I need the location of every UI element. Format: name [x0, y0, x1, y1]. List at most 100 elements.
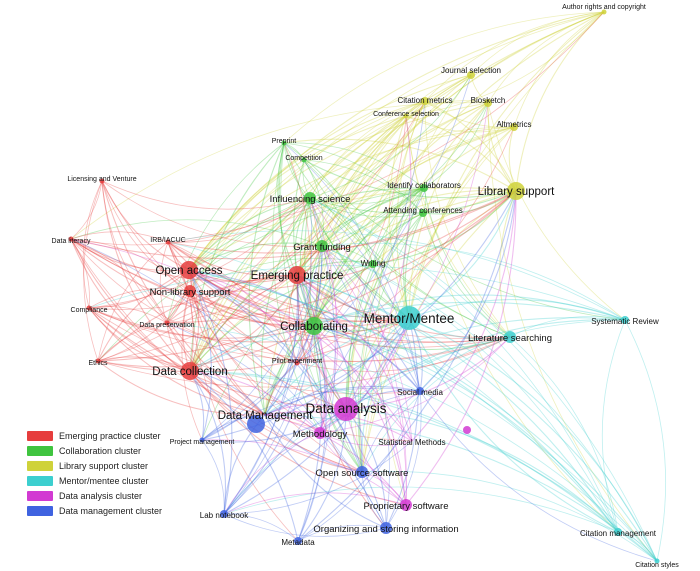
edge [188, 269, 347, 410]
edge [70, 238, 315, 327]
node-label: Non-library support [150, 287, 231, 298]
edge [309, 197, 337, 434]
edge [293, 159, 315, 327]
edge [296, 11, 605, 276]
edge [166, 322, 387, 529]
edge [345, 212, 424, 410]
node-label: Data preservation [139, 322, 194, 329]
node-label: Conference selection [373, 111, 439, 118]
edge [88, 307, 266, 416]
node-label: Open source software [316, 468, 409, 479]
edge [264, 245, 323, 416]
node-mentor-mentee [397, 306, 421, 330]
node-conference-selection [403, 113, 409, 119]
edge [358, 212, 424, 473]
edge [189, 11, 605, 372]
edge [296, 274, 407, 506]
edge [70, 197, 311, 246]
legend-item-collaboration: Collaboration cluster [27, 443, 162, 458]
node-label: Ethics [88, 360, 108, 367]
edge [188, 187, 425, 271]
edge [283, 11, 605, 144]
edge [223, 245, 323, 515]
node-library-support [507, 182, 525, 200]
edge [321, 187, 425, 247]
node-label: Literature searching [468, 333, 552, 344]
node-social-media [416, 387, 424, 395]
node-label: Journal selection [441, 66, 501, 75]
edge [499, 190, 517, 338]
edge [83, 180, 103, 362]
edge [313, 74, 472, 327]
legend-label: Data management cluster [59, 505, 163, 516]
node-open-source-software [356, 466, 368, 478]
edge [277, 142, 298, 276]
edge [309, 197, 619, 533]
edge [283, 142, 374, 265]
edge [166, 322, 266, 416]
legend-item-analysis: Data analysis cluster [27, 488, 162, 503]
edge [167, 241, 315, 327]
edge [188, 197, 311, 271]
node-systematic-review [621, 316, 629, 324]
edge [201, 187, 425, 441]
edge [166, 100, 426, 324]
edge [189, 290, 511, 348]
edge [167, 241, 298, 364]
edge [223, 325, 315, 515]
edge [167, 241, 410, 319]
edge [70, 238, 298, 282]
edge [424, 11, 605, 102]
edge [403, 187, 425, 319]
edge [405, 115, 619, 533]
edge [188, 100, 426, 271]
edge [264, 274, 300, 416]
edge [101, 180, 298, 364]
edge [264, 187, 425, 416]
edge [189, 126, 515, 372]
edge [97, 290, 191, 362]
edge [405, 115, 517, 192]
edge [166, 197, 311, 324]
edge [408, 299, 626, 321]
node-data-management [247, 415, 265, 433]
edge [296, 274, 421, 392]
legend-label: Library support cluster [59, 460, 149, 471]
node-label: Licensing and Venture [67, 176, 136, 183]
node-label: Influencing science [270, 194, 351, 205]
edge [189, 100, 426, 292]
edge [624, 319, 667, 562]
edge [296, 274, 658, 562]
edge [309, 197, 658, 562]
edge [223, 390, 421, 515]
edge [97, 187, 425, 362]
node-author-rights-and-copyright [601, 9, 607, 15]
edge [319, 336, 511, 434]
edge [283, 142, 410, 319]
edge [408, 317, 658, 562]
edge [167, 241, 619, 533]
edge [70, 238, 410, 323]
edge [313, 325, 619, 533]
edge [424, 100, 517, 192]
edge [321, 245, 619, 533]
legend-item-library: Library support cluster [27, 458, 162, 473]
edge [70, 238, 191, 292]
edge [189, 187, 425, 372]
edge [188, 269, 298, 364]
legend-item-emerging: Emerging practice cluster [27, 428, 162, 443]
edge [321, 245, 407, 506]
legend-label: Collaboration cluster [59, 445, 142, 456]
edge [296, 274, 326, 434]
edge [223, 100, 426, 515]
edge [70, 238, 168, 324]
edge [321, 245, 421, 392]
edge [264, 115, 407, 416]
node-writing [369, 260, 377, 268]
edge [189, 290, 299, 542]
edge [313, 115, 407, 327]
edge [97, 269, 190, 362]
edge [189, 102, 489, 372]
edge [405, 100, 489, 117]
edge [422, 190, 517, 215]
